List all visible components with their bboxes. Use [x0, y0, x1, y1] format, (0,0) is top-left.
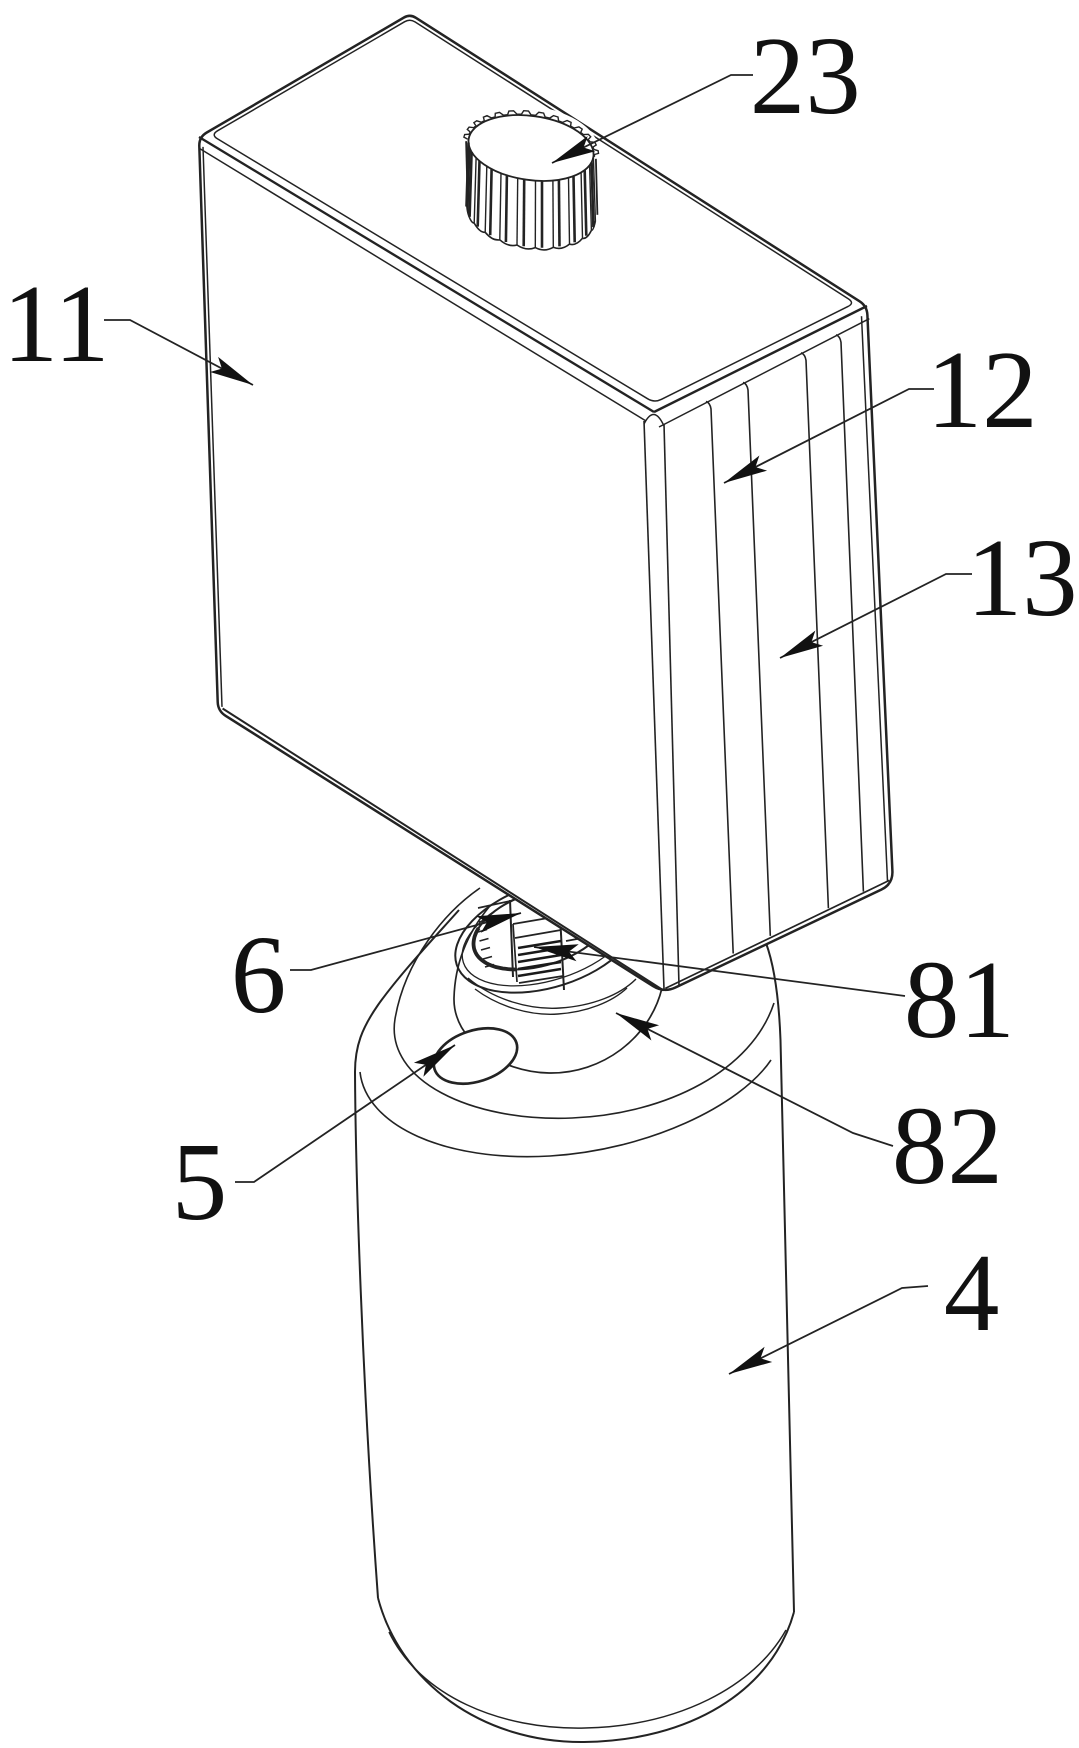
svg-text:23: 23	[750, 15, 861, 138]
svg-text:81: 81	[904, 939, 1015, 1062]
svg-text:13: 13	[967, 517, 1078, 640]
svg-text:4: 4	[944, 1232, 1000, 1355]
svg-text:5: 5	[172, 1121, 228, 1244]
svg-text:82: 82	[892, 1085, 1003, 1208]
svg-text:11: 11	[3, 263, 110, 386]
svg-text:6: 6	[231, 914, 286, 1037]
svg-text:12: 12	[927, 329, 1038, 452]
